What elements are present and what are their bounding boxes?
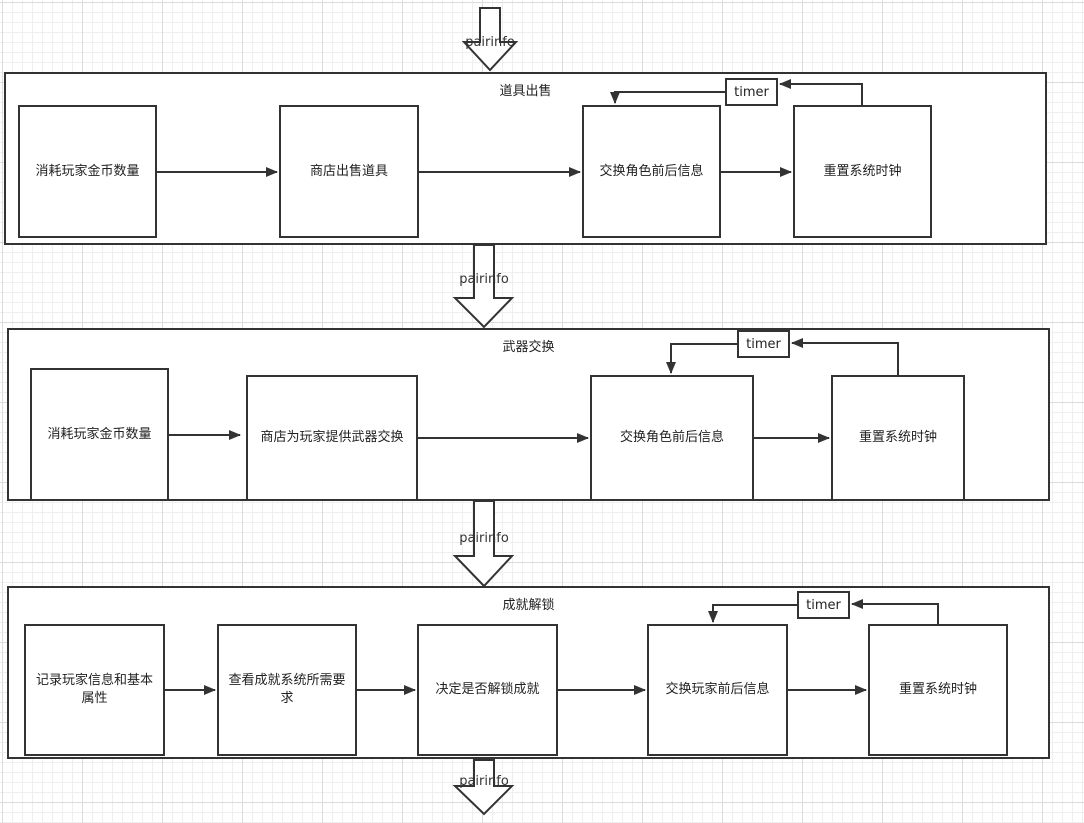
node-record-player-info[interactable]: 记录玩家信息和基本属性	[24, 624, 165, 756]
timer-label: timer	[734, 84, 769, 100]
group-title: 道具出售	[499, 84, 552, 99]
node-swap-role-info[interactable]: 交换角色前后信息	[590, 375, 754, 501]
node-reset-clock[interactable]: 重置系统时钟	[793, 105, 932, 238]
node-label: 交换玩家前后信息	[665, 682, 770, 698]
node-check-requirements[interactable]: 查看成就系统所需要求	[217, 624, 357, 756]
node-label: 决定是否解锁成就	[435, 682, 540, 698]
group-title: 武器交换	[502, 340, 555, 355]
node-decide-unlock[interactable]: 决定是否解锁成就	[417, 624, 558, 756]
node-reset-clock[interactable]: 重置系统时钟	[831, 375, 965, 501]
flow-label: pairinfo	[459, 774, 509, 789]
node-reset-clock[interactable]: 重置系统时钟	[868, 624, 1008, 756]
group-title: 成就解锁	[502, 598, 555, 613]
node-shop-weapon-exchange[interactable]: 商店为玩家提供武器交换	[246, 375, 418, 501]
node-consume-coins[interactable]: 消耗玩家金币数量	[30, 368, 169, 501]
timer-box[interactable]: timer	[725, 78, 778, 106]
node-label: 交换角色前后信息	[599, 163, 704, 179]
node-label: 重置系统时钟	[823, 163, 902, 179]
node-shop-sell-item[interactable]: 商店出售道具	[279, 105, 419, 238]
node-label: 查看成就系统所需要求	[228, 673, 346, 706]
timer-label: timer	[746, 336, 781, 352]
timer-box[interactable]: timer	[737, 330, 790, 358]
flow-label: pairinfo	[465, 35, 515, 50]
node-consume-coins[interactable]: 消耗玩家金币数量	[18, 105, 157, 238]
node-label: 商店出售道具	[309, 163, 388, 179]
node-label: 重置系统时钟	[898, 682, 977, 698]
node-swap-role-info[interactable]: 交换角色前后信息	[582, 105, 721, 238]
node-label: 消耗玩家金币数量	[35, 163, 140, 179]
timer-label: timer	[806, 597, 841, 613]
node-label: 商店为玩家提供武器交换	[260, 430, 404, 446]
node-label: 消耗玩家金币数量	[47, 426, 152, 442]
node-label: 交换角色前后信息	[619, 430, 724, 446]
node-label: 记录玩家信息和基本属性	[35, 673, 153, 706]
node-swap-player-info[interactable]: 交换玩家前后信息	[647, 624, 788, 756]
flow-label: pairinfo	[459, 272, 509, 287]
timer-box[interactable]: timer	[797, 591, 850, 619]
flow-label: pairinfo	[459, 531, 509, 546]
node-label: 重置系统时钟	[858, 430, 937, 446]
